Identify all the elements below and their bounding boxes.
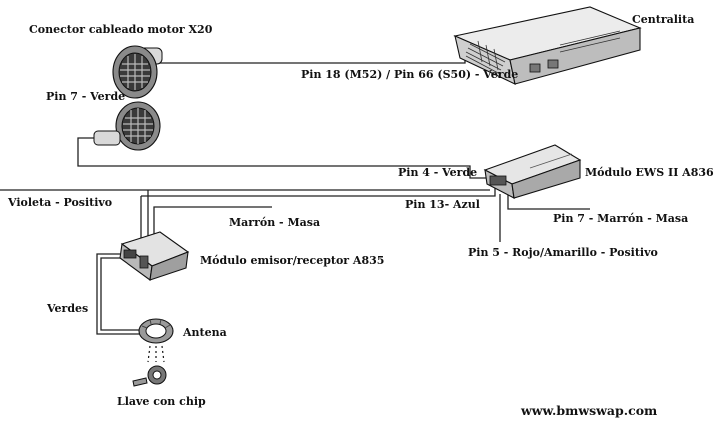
signal-dashes [147, 345, 165, 363]
label-emisor-module: Módulo emisor/receptor A835 [200, 254, 384, 267]
label-pin7-marron: Pin 7 - Marrón - Masa [553, 212, 688, 225]
wire-pin18-green [158, 45, 466, 64]
wire-ews-masa [507, 194, 590, 210]
label-pin5: Pin 5 - Rojo/Amarillo - Positivo [468, 246, 658, 259]
wire-verdes-2 [100, 257, 142, 331]
website-url: www.bmwswap.com [520, 403, 657, 418]
ews-ii-module [483, 144, 582, 199]
centralita-ecu [453, 6, 642, 85]
labels: Conector cableado motor X20 Centralita P… [7, 13, 714, 418]
label-pin13: Pin 13- Azul [405, 198, 480, 211]
label-llave: Llave con chip [117, 395, 206, 408]
label-marron-masa: Marrón - Masa [229, 216, 320, 229]
emisor-receptor-module [119, 231, 190, 281]
label-violeta: Violeta - Positivo [7, 196, 112, 209]
label-pin7-verde: Pin 7 - Verde [46, 90, 125, 103]
antenna-ring [138, 318, 174, 344]
label-antena: Antena [182, 326, 227, 339]
wire-pin4-green [77, 137, 488, 179]
label-pin18: Pin 18 (M52) / Pin 66 (S50) - Verde [301, 68, 518, 81]
label-ews-module: Módulo EWS II A836 [585, 166, 714, 179]
wire-marron-masa [153, 206, 272, 238]
engine-connector-x20 [93, 45, 163, 151]
chip-key-icon [132, 365, 167, 387]
label-verdes: Verdes [46, 302, 88, 315]
label-connector: Conector cableado motor X20 [29, 23, 213, 36]
label-centralita: Centralita [632, 13, 694, 26]
label-pin4: Pin 4 - Verde [398, 166, 477, 179]
wire-verdes [96, 253, 142, 335]
